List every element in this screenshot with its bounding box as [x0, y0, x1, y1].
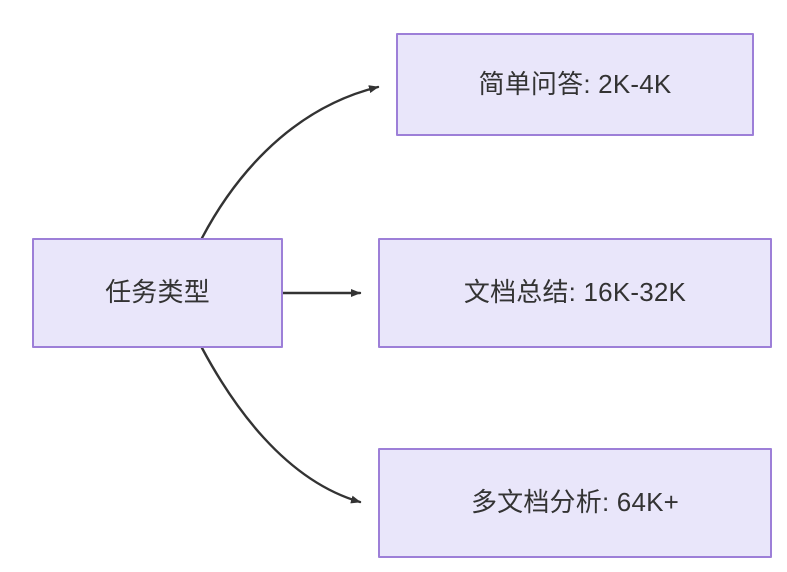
node-simple-qa[interactable]: 简单问答: 2K-4K — [396, 33, 754, 136]
node-doc-summary[interactable]: 文档总结: 16K-32K — [378, 238, 772, 348]
edge-task-type-to-simple-qa — [200, 85, 380, 240]
node-task-type[interactable]: 任务类型 — [32, 238, 283, 348]
edge-task-type-to-multi-doc-analysis — [200, 346, 362, 504]
node-multi-doc-analysis[interactable]: 多文档分析: 64K+ — [378, 448, 772, 558]
node-doc-summary-label: 文档总结: 16K-32K — [463, 277, 687, 308]
node-task-type-label: 任务类型 — [105, 277, 210, 308]
node-simple-qa-label: 简单问答: 2K-4K — [478, 68, 672, 99]
node-multi-doc-analysis-label: 多文档分析: 64K+ — [470, 487, 680, 518]
